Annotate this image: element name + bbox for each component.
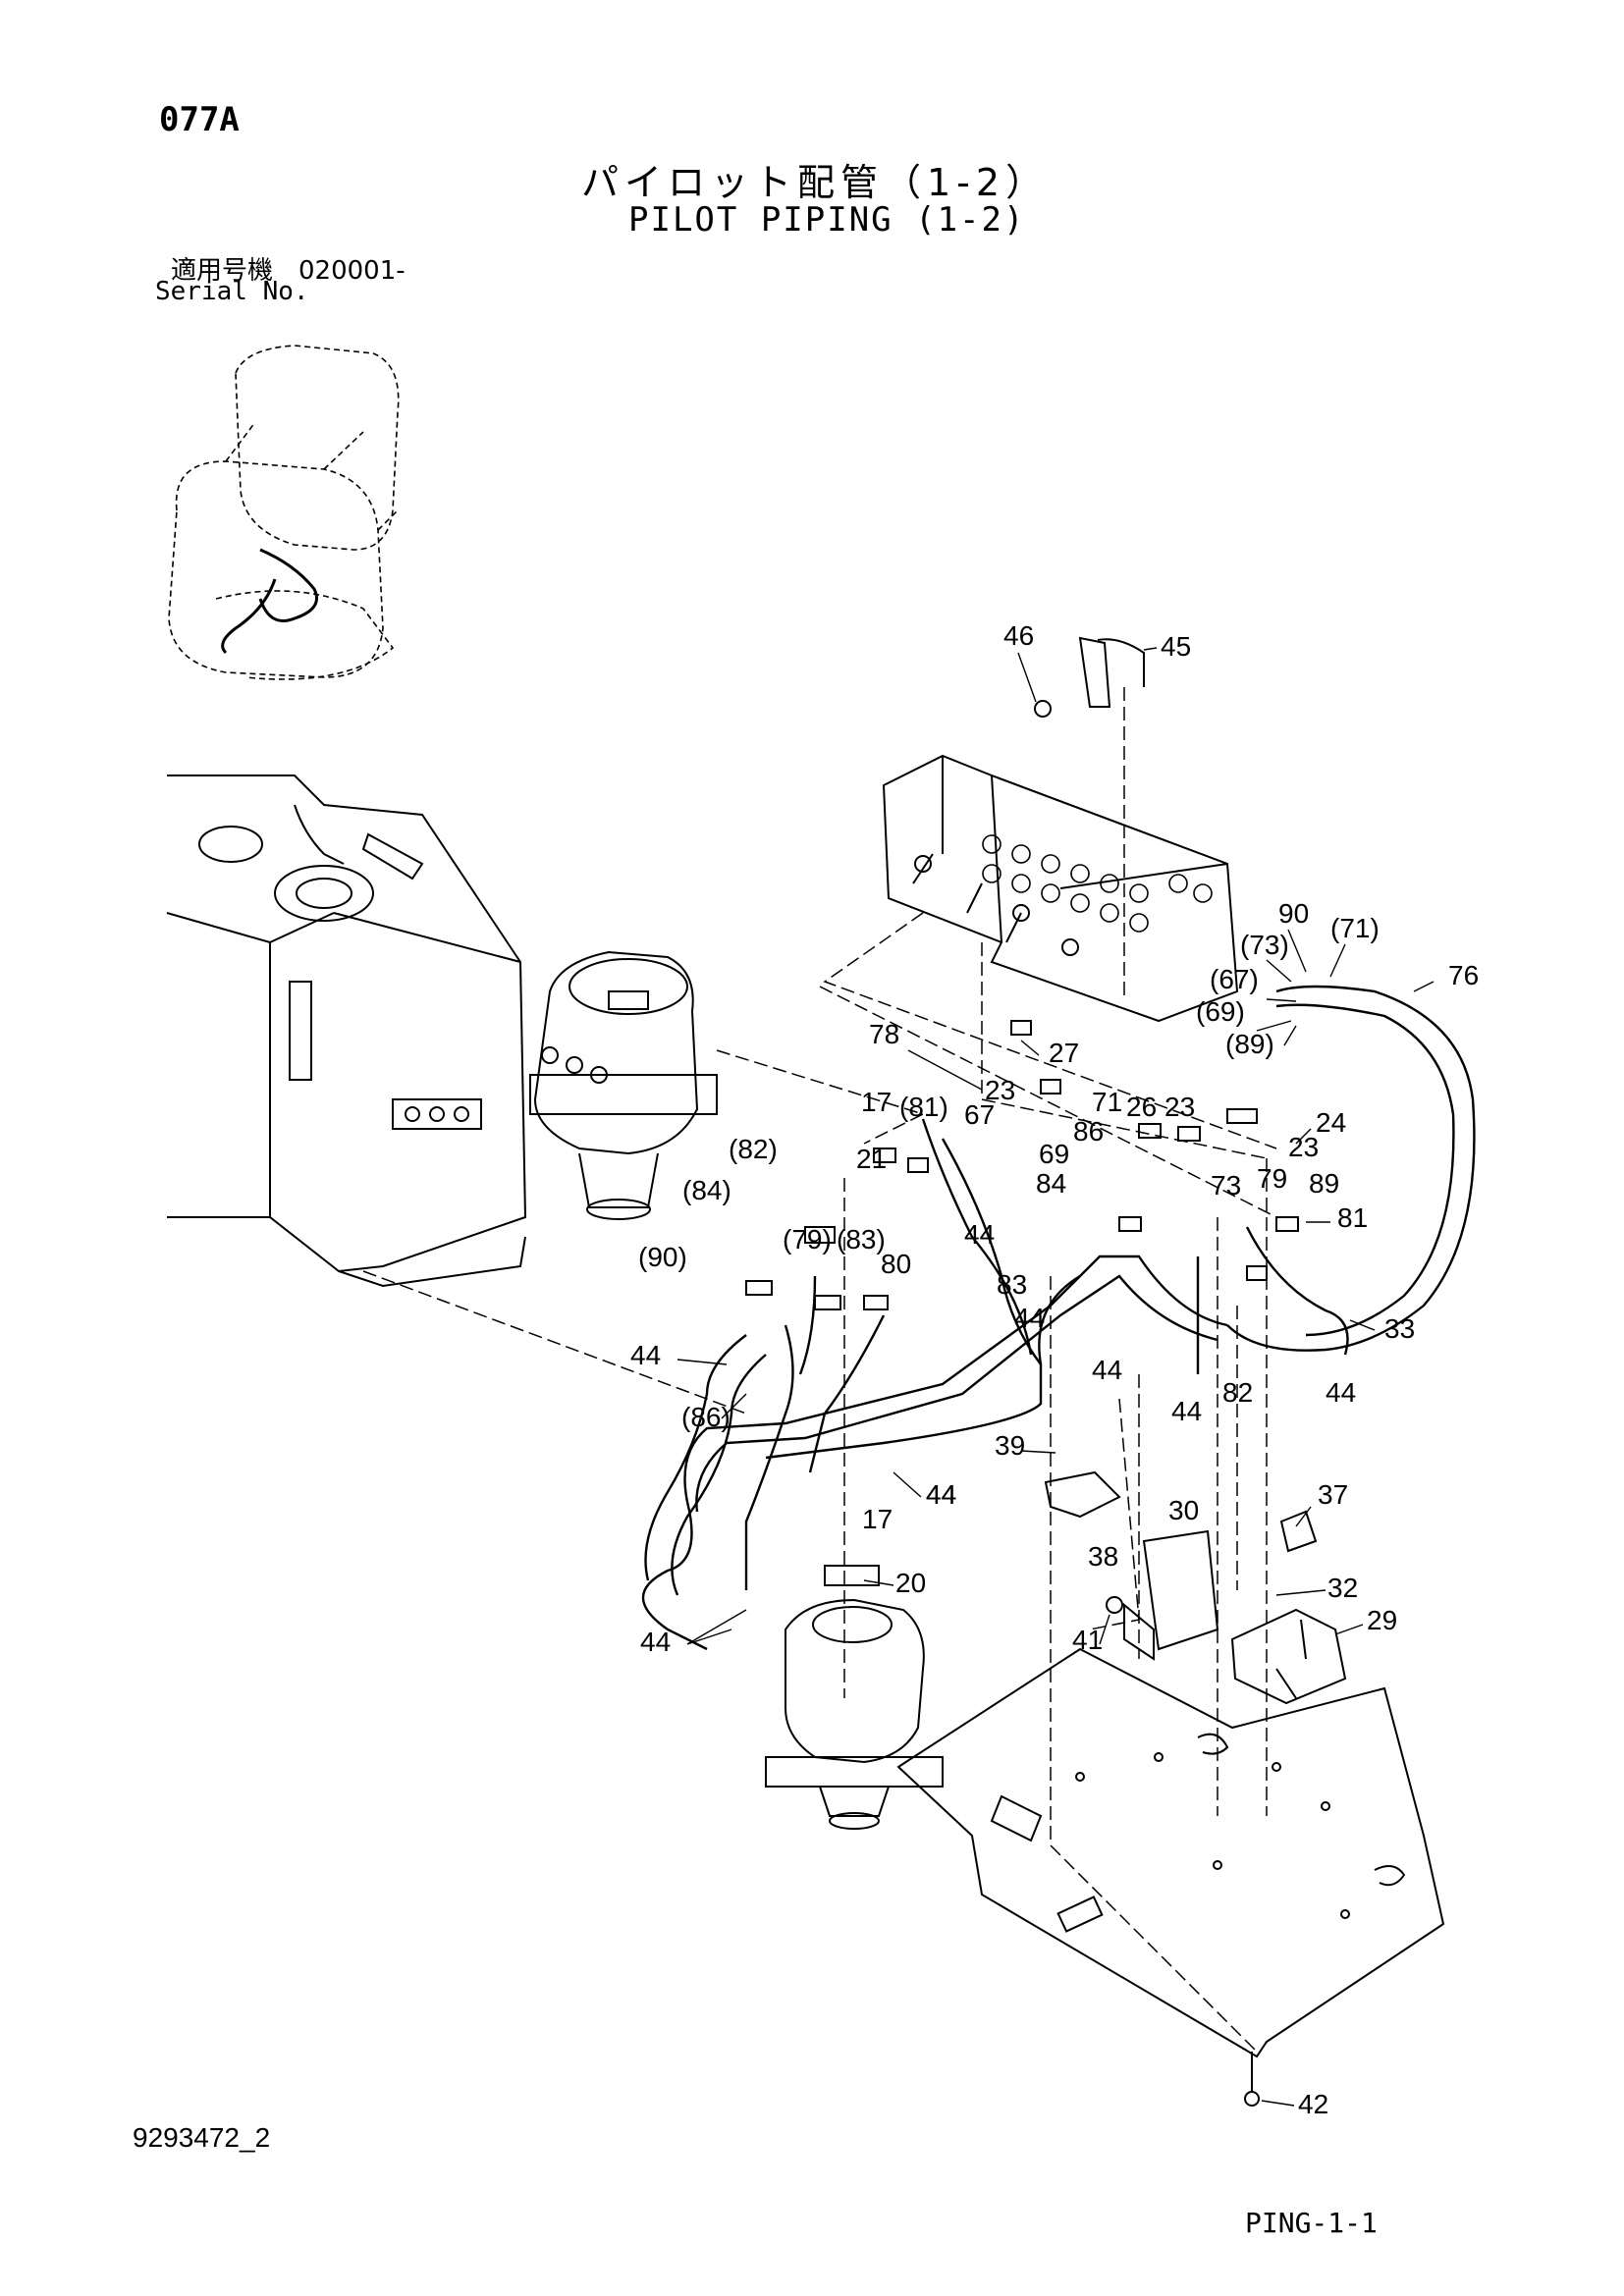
page-title-jp: パイロット配管（1-2） <box>581 161 1050 204</box>
callout-81b: 81 <box>1337 1202 1368 1233</box>
callout-17a: 17 <box>861 1087 892 1117</box>
page-code: 077A <box>159 100 240 139</box>
callout-67b: 67 <box>964 1099 995 1130</box>
bolt-42 <box>1244 2052 1260 2107</box>
callout-73b: 73 <box>1211 1170 1241 1201</box>
callout-26: 26 <box>1126 1092 1157 1122</box>
callout-73: (73) <box>1240 930 1289 960</box>
overview-harness <box>221 548 318 655</box>
callout-82b: 82 <box>1222 1377 1253 1408</box>
callout-80: 80 <box>881 1249 911 1279</box>
callout-44f: 44 <box>1171 1396 1202 1426</box>
callout-45: 45 <box>1161 631 1191 662</box>
callout-79: 79 <box>1257 1163 1287 1194</box>
serial-label-jp: 適用号機 020001- <box>171 256 406 286</box>
callout-39: 39 <box>995 1430 1025 1461</box>
callout-44h: 44 <box>926 1479 956 1510</box>
callout-labels: 46 45 90 (71) (73) 76 (67) (69) (89) 78 … <box>630 620 1479 2119</box>
callout-30: 30 <box>1168 1495 1199 1525</box>
callout-37: 37 <box>1318 1479 1348 1510</box>
callout-46: 46 <box>1003 620 1034 651</box>
sheet-code: PING-1-1 <box>1245 2207 1378 2239</box>
callout-78: 78 <box>869 1019 899 1049</box>
callout-41: 41 <box>1072 1625 1103 1655</box>
doc-number: 9293472_2 <box>133 2122 271 2153</box>
fittings <box>745 1020 1299 1310</box>
control-valve <box>882 754 1239 1023</box>
callout-20: 20 <box>895 1568 926 1598</box>
callout-86: 86 <box>1073 1116 1104 1147</box>
swing-motor <box>529 950 718 1220</box>
callout-89: (89) <box>1225 1029 1274 1059</box>
pilot-hoses <box>641 985 1476 1651</box>
serial-label-en: Serial No. <box>155 277 309 306</box>
callout-38: 38 <box>1088 1541 1118 1572</box>
callout-69b: 69 <box>1039 1139 1069 1169</box>
callout-83a: (83) <box>837 1224 886 1255</box>
callout-44b: 44 <box>1014 1303 1045 1333</box>
callout-24: 24 <box>1316 1107 1346 1138</box>
guide-lines <box>362 687 1277 2053</box>
callout-29: 29 <box>1367 1605 1397 1635</box>
callout-21: 21 <box>856 1144 887 1174</box>
hydraulic-tank <box>166 774 527 1288</box>
callout-44g: 44 <box>926 1479 956 1510</box>
callout-81a: (81) <box>899 1092 948 1122</box>
callout-86a: (86) <box>681 1402 731 1432</box>
callout-17b: 17 <box>862 1504 893 1534</box>
callout-76: 76 <box>1448 960 1479 990</box>
hose-bracket <box>1034 636 1145 718</box>
callout-32: 32 <box>1327 1573 1358 1603</box>
callout-69: (69) <box>1196 996 1245 1027</box>
callout-23a: 23 <box>985 1075 1015 1105</box>
pilot-valve <box>765 1565 944 1830</box>
callout-44c: 44 <box>630 1340 661 1370</box>
callout-44i: 44 <box>640 1627 671 1657</box>
callout-67: (67) <box>1210 964 1259 994</box>
callout-23b: 23 <box>1164 1092 1195 1122</box>
callout-44d: 44 <box>1092 1355 1122 1385</box>
callout-44e: 44 <box>1326 1377 1356 1408</box>
callout-71b: 71 <box>1092 1087 1122 1117</box>
callout-90a: (90) <box>638 1242 687 1272</box>
callout-44a: 44 <box>964 1219 995 1250</box>
callout-42: 42 <box>1298 2089 1328 2119</box>
callout-27: 27 <box>1049 1038 1079 1068</box>
small-valves <box>1044 1470 1347 1705</box>
callout-84: 84 <box>1036 1168 1066 1199</box>
callout-90: 90 <box>1278 898 1309 929</box>
callout-89b: 89 <box>1309 1168 1339 1199</box>
machine-overview-sketch <box>168 345 400 680</box>
callout-83: 83 <box>997 1269 1027 1300</box>
floor-plate <box>896 1647 1445 2058</box>
callout-33: 33 <box>1384 1313 1415 1344</box>
callout-84a: (84) <box>682 1175 731 1205</box>
callout-71: (71) <box>1330 913 1380 943</box>
callout-82a: (82) <box>729 1134 778 1164</box>
page-title-en: PILOT PIPING (1-2) <box>628 200 1026 240</box>
callout-79a: (79) <box>783 1224 832 1255</box>
leader-lines <box>677 647 1435 2107</box>
